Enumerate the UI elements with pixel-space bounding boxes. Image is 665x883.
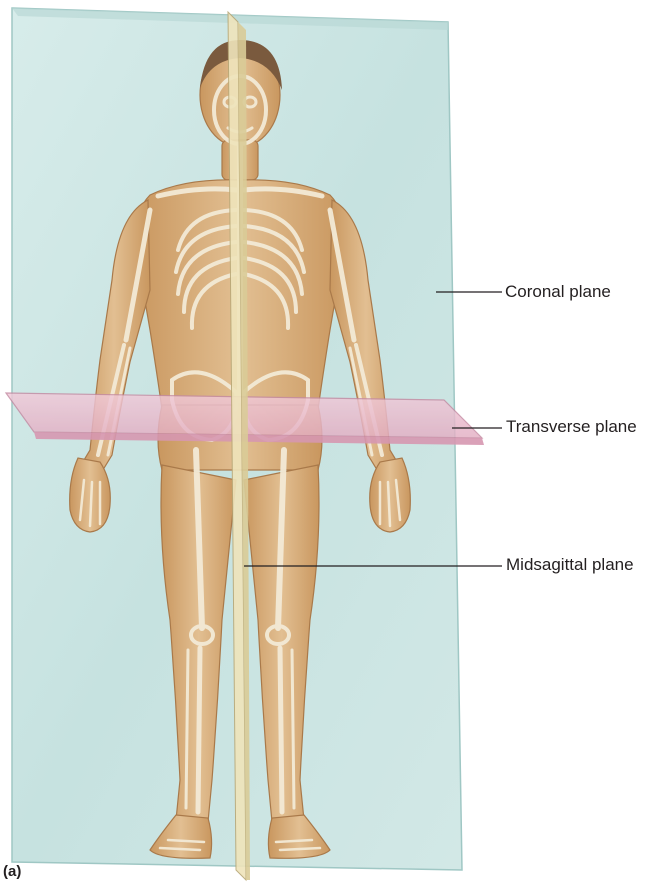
- coronal-plane-label: Coronal plane: [505, 283, 611, 300]
- panel-letter: (a): [3, 864, 21, 879]
- midsagittal-plane-label: Midsagittal plane: [506, 556, 634, 573]
- transverse-plane-label: Transverse plane: [506, 418, 637, 435]
